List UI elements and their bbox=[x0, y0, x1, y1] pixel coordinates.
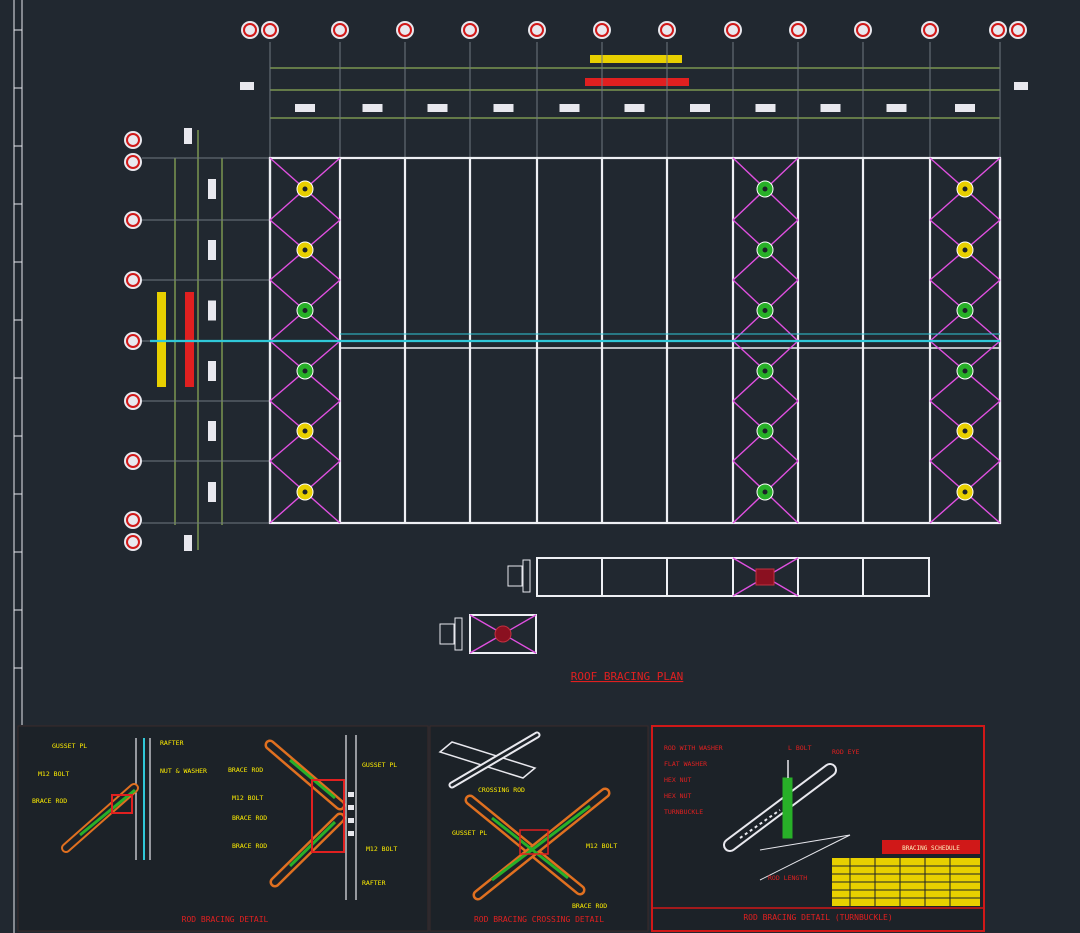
bay-dimension-tag bbox=[208, 179, 216, 199]
detail-callout-label: M12 BOLT bbox=[586, 842, 617, 850]
detail-callout-label: ROD WITH WASHER bbox=[664, 744, 723, 752]
detail-callout-label: M12 BOLT bbox=[38, 770, 69, 778]
bay-dimension-tag bbox=[208, 240, 216, 260]
bay-dimension-tag bbox=[208, 300, 216, 321]
detail-callout-label: L BOLT bbox=[788, 744, 812, 752]
plan-title: ROOF BRACING PLAN bbox=[571, 670, 684, 683]
bay-dimension-tag bbox=[690, 104, 710, 112]
detail-2-title: ROD BRACING CROSSING DETAIL bbox=[474, 915, 604, 924]
detail-callout-label: GUSSET PL bbox=[52, 742, 87, 750]
bay-dimension-tag bbox=[295, 104, 315, 112]
detail-callout-label: BRACE ROD bbox=[572, 902, 607, 910]
detail-callout-label: HEX NUT bbox=[664, 776, 691, 784]
bracing-schedule-table: BRACING SCHEDULE bbox=[832, 840, 980, 906]
detail-panel-1: GUSSET PL M12 BOLT BRACE ROD RAFTER NUT & WA… bbox=[17, 725, 429, 932]
detail-3-title: ROD BRACING DETAIL (TURNBUCKLE) bbox=[743, 913, 892, 922]
left-dimension-highlight-tags bbox=[157, 292, 194, 387]
detail-callout-label: BRACE ROD bbox=[232, 814, 267, 822]
ridge-line bbox=[150, 333, 1000, 343]
detail-callout-label: ROD EYE bbox=[832, 748, 859, 756]
detail-panel-3: ROD WITH WASHER FLAT WASHER HEX NUT HEX NUT… bbox=[651, 725, 985, 932]
column-grid-bubbles bbox=[241, 21, 1027, 39]
detail-callout-label: GUSSET PL bbox=[362, 761, 397, 769]
detail-callout-label: TURNBUCKLE bbox=[664, 808, 703, 816]
bay-dimension-tag bbox=[208, 361, 216, 381]
left-dimension-tags bbox=[184, 128, 216, 551]
row-grid-bubbles bbox=[124, 131, 142, 551]
detail-callout-label: GUSSET PL bbox=[452, 829, 487, 837]
bay-dimension-tag bbox=[755, 104, 776, 112]
detail-callout-label: ROD LENGTH bbox=[768, 874, 807, 882]
detail-callout-label: M12 BOLT bbox=[232, 794, 263, 802]
top-dimension-lines bbox=[269, 62, 1001, 124]
bay-dimension-tag bbox=[820, 104, 841, 112]
bay-dimension-tag bbox=[886, 104, 907, 112]
brace-rod-2 bbox=[264, 739, 354, 888]
detail-callout-label: CROSSING ROD bbox=[478, 786, 525, 794]
bay-dimension-tag bbox=[493, 104, 514, 112]
bracing-markers bbox=[296, 180, 974, 501]
rod-crossing bbox=[464, 787, 611, 901]
bay-dimension-tag bbox=[955, 104, 975, 112]
detail-panel-2: CROSSING ROD GUSSET PL M12 BOLT BRACE ROD R… bbox=[429, 725, 649, 932]
drawing-border bbox=[13, 0, 23, 933]
bay-dimension-tag bbox=[427, 104, 448, 112]
bay-dimension-tag bbox=[362, 104, 383, 112]
detail-callout-label: RAFTER bbox=[160, 739, 184, 747]
detail-callout-label: NUT & WASHER bbox=[160, 767, 207, 775]
turnbuckle-rod bbox=[723, 760, 851, 881]
detail-callout-label: BRACE ROD bbox=[32, 797, 67, 805]
bay-dimension-tag bbox=[208, 421, 216, 441]
bay-dimension-tag bbox=[624, 104, 645, 112]
gable-bracing-strip bbox=[507, 557, 930, 597]
bay-dimension-tag bbox=[559, 104, 580, 112]
detail-callout-label: BRACE ROD bbox=[232, 842, 267, 850]
detail-callout-label: FLAT WASHER bbox=[664, 760, 707, 768]
top-dimension-highlight-tags bbox=[585, 55, 689, 86]
detail-callout-label: HEX NUT bbox=[664, 792, 691, 800]
detail-callout-label: RAFTER bbox=[362, 879, 386, 887]
grid-axis-lines bbox=[142, 42, 1001, 524]
schedule-table-title: BRACING SCHEDULE bbox=[902, 845, 960, 852]
brace-rod-1 bbox=[61, 783, 139, 853]
detail-callout-label: M12 BOLT bbox=[366, 845, 397, 853]
crossing-rod-iso bbox=[438, 731, 541, 789]
top-dimension-tags bbox=[240, 82, 1028, 112]
detail-1-title: ROD BRACING DETAIL bbox=[182, 915, 269, 924]
bay-dimension-tag bbox=[208, 482, 216, 502]
small-bracing-panel bbox=[439, 614, 537, 654]
detail-callout-label: BRACE ROD bbox=[228, 766, 263, 774]
